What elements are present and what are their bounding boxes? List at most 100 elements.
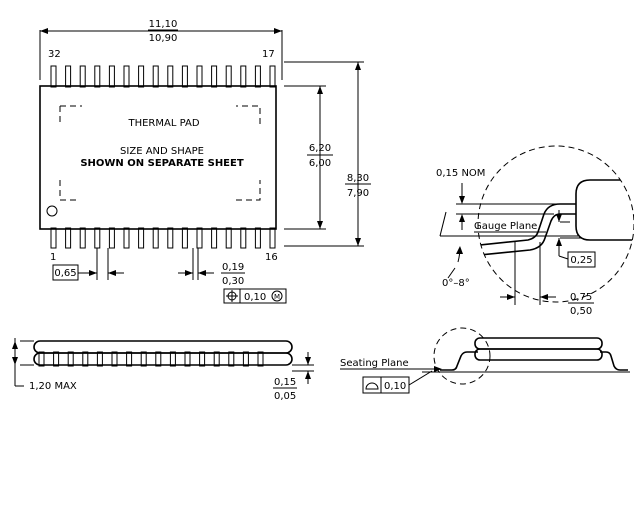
lead	[225, 227, 232, 249]
pin-number-32: 32	[48, 49, 61, 60]
lead	[138, 227, 145, 249]
side-lead	[228, 351, 235, 367]
flatness-symbol-icon	[365, 382, 379, 390]
side-body-upper	[33, 340, 293, 354]
lead	[254, 65, 261, 88]
nominal-text: 0,15 NOM	[436, 168, 485, 179]
pitch-text: 0,65	[54, 268, 76, 279]
side-lead	[213, 351, 220, 367]
package-body-outline	[39, 85, 277, 230]
lead	[152, 227, 159, 249]
pitch-dimension: 0,65	[52, 248, 124, 281]
side-lead	[53, 351, 60, 367]
lead	[196, 227, 203, 249]
note-line2: SHOWN ON SEPARATE SHEET	[80, 158, 244, 169]
side-view: 1,20 MAX 0,15 0,05	[12, 338, 314, 402]
side-lead	[155, 351, 162, 367]
lead	[269, 227, 276, 249]
side-lead	[82, 351, 89, 367]
angle-text: 0°–8°	[442, 278, 470, 289]
thermal-pad-outline	[59, 105, 261, 201]
lead-width-lower-text: 0,30	[222, 276, 244, 287]
side-lead	[140, 351, 147, 367]
mmc-modifier-icon	[271, 290, 283, 302]
detail-circle	[477, 145, 634, 303]
lead	[211, 65, 218, 88]
lead	[65, 227, 72, 249]
detail-callout-circle	[433, 327, 491, 385]
side-lead	[96, 351, 103, 367]
top-view: THERMAL PAD SIZE AND SHAPE SHOWN ON SEPA…	[39, 19, 371, 304]
side-lead	[242, 351, 249, 367]
gauge-plane-label: Gauge Plane	[474, 221, 537, 232]
pin-number-16: 16	[265, 252, 278, 263]
lead	[181, 227, 188, 249]
lead	[108, 227, 115, 249]
gauge-value-box	[567, 251, 596, 268]
seated-body-upper	[474, 337, 603, 350]
width-upper-text: 11,10	[149, 19, 178, 30]
side-body-lower	[33, 352, 293, 366]
lead	[240, 65, 247, 88]
lead-width-upper-text: 0,19	[222, 262, 244, 273]
span-dimension: 8,30 7,90	[284, 61, 371, 247]
foot-upper-text: 0,75	[570, 292, 592, 303]
side-lead	[169, 351, 176, 367]
gauge-value-text: 0,25	[570, 255, 592, 266]
body-upper-text: 6,20	[309, 143, 331, 154]
span-upper-text: 8,30	[347, 173, 369, 184]
foot-lower-text: 0,50	[570, 306, 592, 317]
side-lead	[199, 351, 206, 367]
width-dimension: 11,10 10,90	[39, 19, 283, 80]
side-lead	[126, 351, 133, 367]
thermal-pad-label: THERMAL PAD	[127, 118, 199, 129]
lead	[152, 65, 159, 88]
lead	[167, 65, 174, 88]
position-tolerance-frame: 0,10 M	[223, 288, 287, 304]
standoff-upper-text: 0,15	[274, 377, 296, 388]
lead	[94, 65, 101, 88]
top-leads	[50, 65, 276, 88]
lead	[50, 65, 57, 88]
lead	[196, 65, 203, 88]
lead	[79, 227, 86, 249]
note-line1: SIZE AND SHAPE	[120, 146, 204, 157]
side-lead	[257, 351, 264, 367]
pin-number-17: 17	[262, 49, 275, 60]
span-lower-text: 7,90	[347, 188, 369, 199]
lead	[269, 65, 276, 88]
body-lower-text: 6,00	[309, 158, 331, 169]
bottom-leads	[50, 227, 276, 249]
lead	[94, 227, 101, 249]
lead	[123, 65, 130, 88]
lead	[225, 65, 232, 88]
lead	[108, 65, 115, 88]
side-lead	[184, 351, 191, 367]
pin-number-1: 1	[50, 252, 56, 263]
body-dimension: 6,20 6,00	[284, 85, 333, 230]
position-tolerance-text: 0,10	[244, 292, 266, 303]
side-lead	[38, 351, 45, 367]
side-lead	[67, 351, 74, 367]
lead	[254, 227, 261, 249]
pin1-marker	[46, 205, 58, 217]
pitch-box	[52, 264, 79, 281]
lead	[138, 65, 145, 88]
max-height-text: 1,20 MAX	[29, 381, 77, 392]
lead	[211, 227, 218, 249]
flatness-frame: 0,10	[362, 376, 410, 394]
lead	[167, 227, 174, 249]
lead	[65, 65, 72, 88]
width-lower-text: 10,90	[149, 33, 178, 44]
side-lead	[111, 351, 118, 367]
seating-plane-label: Seating Plane	[340, 358, 409, 369]
lead-width-dimension: 0,19 0,30	[178, 248, 245, 287]
max-height-dimension: 1,20 MAX	[12, 338, 77, 392]
side-leads	[38, 351, 264, 367]
lead	[79, 65, 86, 88]
seated-body-lower	[474, 348, 603, 361]
mmc-modifier-text: M	[274, 293, 280, 301]
lead	[50, 227, 57, 249]
flatness-text: 0,10	[384, 381, 406, 392]
